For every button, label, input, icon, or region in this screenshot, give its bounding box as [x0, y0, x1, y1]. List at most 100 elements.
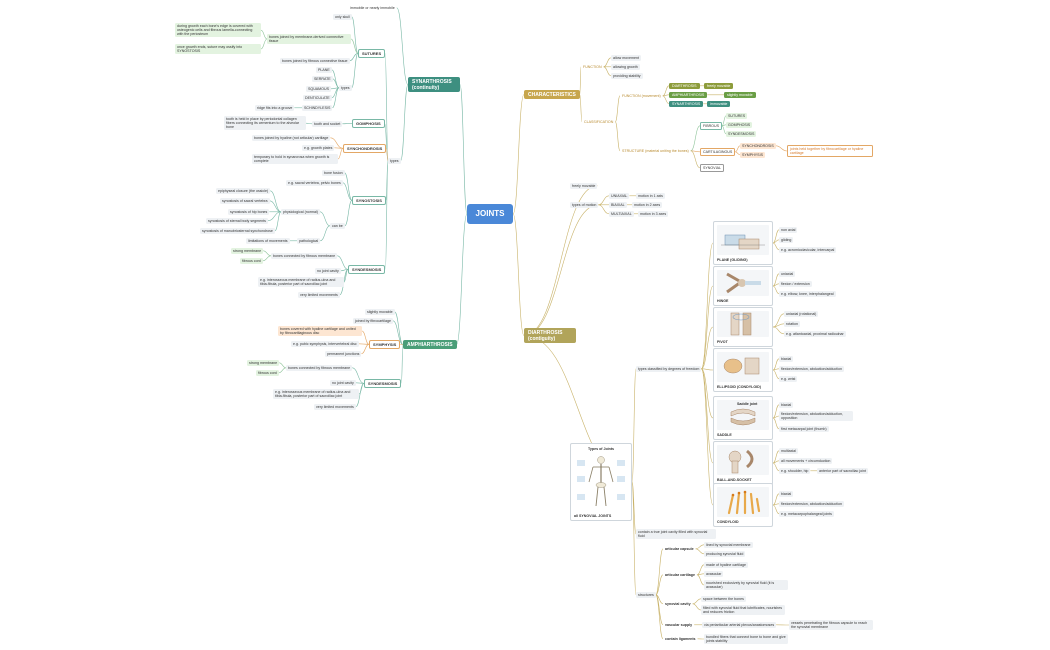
synchondrosis-hyaline: bones joined by hyaline (not articular) … [252, 135, 331, 141]
sutures-node[interactable]: SUTURES [358, 49, 386, 58]
syndesmosis-node[interactable]: SYNDESMOSIS [348, 265, 386, 274]
syndesmosis-eg: e.g. interosseous membrane of radius-uln… [258, 277, 344, 287]
connector-sutures-node-to-sutures-fibrous [349, 52, 359, 62]
synarthrosis-node[interactable]: SYNARTHROSIS (continuity) [408, 77, 460, 92]
connector-synarthrosis-node-to-synarthrosis-types [400, 84, 409, 162]
connector-syndesmosis-connected-to-syndesmosis-cord [262, 255, 272, 262]
joint-name-ball-and-socket: BALL-AND-SOCKET [717, 478, 752, 482]
connector-amphi-syndesmosis-node-to-amphi-syndesmosis-connected [352, 367, 365, 384]
joint-name-hinge: HINGE [717, 299, 729, 303]
ellipsoid-prop-1: biaxial [779, 356, 794, 362]
connector-types-of-motion-to-motion-multiaxial [598, 204, 610, 215]
joint-name-plane: PLANE (GLIDING) [717, 258, 748, 262]
capsule-item-2: producing synovial fluid [704, 551, 746, 557]
connector-synchondrosis-node-to-synchondrosis-temp [337, 147, 344, 160]
connector-types-classified-to-joint-card-condyloid [701, 368, 714, 506]
function-item-3: providing stability [611, 73, 643, 79]
suture-type-schindylesis: SCHINDYLESIS [302, 105, 333, 111]
contain-cavity: contain a true joint cavity filled with … [636, 529, 716, 539]
function-node[interactable]: FUNCTION [583, 64, 602, 69]
connector-synchondrosis-node-to-synchondrosis-growth [334, 147, 344, 149]
suture-type-squamous: SQUAMOUS [306, 86, 331, 92]
connector-synostosis-physio-to-synostosis-physio-2 [269, 200, 282, 213]
root-node-joints[interactable]: JOINTS [467, 204, 513, 224]
connector-amphiarthrosis-node-to-amphi-syndesmosis-node [401, 344, 404, 384]
plane-prop-3: e.g. acromioclavicular, intercarpal [779, 247, 837, 253]
synovial-node[interactable]: SYNOVIAL [700, 164, 724, 172]
joint-name-ellipsoid: ELLIPSOID (CONDYLOID) [717, 385, 761, 389]
synarthrosis-immobile: immobile or nearly immobile [350, 5, 395, 10]
symphysis-node[interactable]: SYMPHYSIS [369, 340, 401, 349]
characteristics-node[interactable]: CHARACTERISTICS [524, 90, 580, 99]
connector-amphi-syndesmosis-connected-to-amphi-syndesmosis-cord [278, 367, 287, 374]
motion-multiaxial: MULTIAXIAL [609, 211, 634, 217]
diarthrosis-node[interactable]: DIARTHROSIS (contiguity) [524, 328, 576, 343]
syndesmosis-strong: strong membrane [231, 248, 264, 254]
connector-synostosis-canbe-to-synostosis-physio [319, 211, 331, 227]
suture-type-serrate: SERRATE [312, 76, 333, 82]
connector-synostosis-node-to-synostosis-eg [342, 182, 353, 201]
syndesmosis-limited: very limited movements [298, 292, 340, 298]
motion-uniaxial-desc: motion in 1 axis [636, 193, 665, 199]
classification-node[interactable]: CLASSIFICATION [584, 119, 614, 124]
synostosis-limit: limitations of movements [246, 238, 290, 244]
articular-capsule[interactable]: articular capsule [665, 546, 694, 551]
connector-synostosis-node-to-synostosis-canbe [344, 199, 353, 227]
joint-card-pivot[interactable]: PIVOT [713, 307, 773, 347]
symphysis-eg: e.g. pubic symphysis, intervertebral dis… [291, 341, 359, 347]
function-movement: FUNCTION (movement) [622, 93, 661, 98]
cartilaginous-node[interactable]: CARTILAGINOUS [700, 148, 736, 156]
connector-synostosis-physio-to-synostosis-physio-4 [267, 211, 282, 222]
pivot-prop-3: e.g. atlantoaxial, proximal radioulnar [784, 331, 846, 337]
syndesmosis-no-cavity: no joint cavity [315, 268, 341, 274]
vascular-supply[interactable]: vascular supply [665, 622, 693, 627]
gomphosis-node[interactable]: GOMPHOSIS [352, 119, 385, 128]
synostosis-physio: physiological (normal) [281, 209, 320, 215]
articular-cartilage[interactable]: articular cartilage [665, 572, 695, 577]
joint-card-plane[interactable]: PLANE (GLIDING) [713, 221, 773, 265]
gomphosis-tooth: tooth and socket [312, 121, 343, 127]
pivot-joint-diagram [730, 312, 752, 336]
joint-card-hinge[interactable]: HINGE [713, 266, 773, 306]
connector-syndesmosis-node-to-syndesmosis-no-cavity [340, 268, 349, 272]
synovial-cavity[interactable]: synovial cavity [665, 601, 691, 606]
cart-synchondrosis: SYNCHONDROSIS [740, 143, 776, 149]
synchondrosis-node[interactable]: SYNCHONDROSIS [343, 144, 387, 153]
connector-synarthrosis-node-to-synarthrosis-immobile [396, 7, 409, 85]
amphiarthrosis-node[interactable]: AMPHIARTHROSIS [403, 340, 457, 349]
connector-structure-node-to-cartilaginous-node [690, 150, 701, 153]
synostosis-node[interactable]: SYNOSTOSIS [352, 196, 386, 205]
pivot-prop-2: rotation [784, 321, 800, 327]
connector-articular-capsule-to-capsule-item-1 [695, 544, 705, 550]
joint-card-condyloid[interactable]: CONDYLOID [713, 483, 773, 527]
saddle-title: Saddle joint [737, 402, 758, 406]
connector-sutures-node-to-sutures-types-label [351, 52, 359, 89]
motion-biaxial: BIAXIAL [609, 202, 627, 208]
connector-classification-node-to-function-movement [615, 95, 621, 123]
synostosis-physio-2: synostosis of sacral vertebra [220, 198, 270, 204]
connector-function-movement-to-tag-synarthrosis [662, 95, 670, 105]
condyloid-prop-2: flexion/extension, abduction/adduction [779, 501, 844, 507]
plane-joint-diagram [721, 234, 765, 250]
connector-synovial-cavity-to-cavity-item-2 [692, 603, 702, 611]
connector-structure-node-to-synovial-node [690, 150, 701, 169]
amphi-syndesmosis-limited: very limited movements [314, 404, 356, 410]
amphi-syndesmosis-eg: e.g. interosseous membrane of radius-uln… [273, 389, 359, 399]
amphi-syndesmosis-node[interactable]: SYNDESMOSIS [364, 379, 402, 388]
suture-type-denticulate: DENTICULATE [303, 95, 332, 101]
contain-ligaments[interactable]: contain ligaments [665, 636, 696, 641]
plane-prop-1: non axial [779, 227, 798, 233]
joint-card-saddle[interactable]: Saddle joint SADDLE [713, 396, 773, 440]
connector-sutures-joined-to-sutures-growth-1 [260, 29, 268, 40]
connector-cartilaginous-node-to-cart-symphysis [735, 151, 741, 156]
synovial-joints-card[interactable]: Types of Joints all SYNOVIAL JOINTS [570, 443, 632, 521]
fibrous-gomphosis: GOMPHOSIS [726, 122, 753, 128]
joint-card-ball-and-socket[interactable]: BALL-AND-SOCKET [713, 441, 773, 485]
tag-diarthrosis: DIARTHROSIS [669, 83, 700, 89]
fibrous-node[interactable]: FIBROUS [700, 122, 722, 130]
connector-joint-card-pivot-to-pivot-prop-1 [772, 313, 785, 328]
ball-extra: anterior part of sacroiliac joint [817, 468, 868, 474]
sutures-growth-2: once growth ends, suture may ossify into… [175, 44, 261, 54]
joint-name-pivot: PIVOT [717, 340, 728, 344]
joint-card-ellipsoid[interactable]: ELLIPSOID (CONDYLOID) [713, 348, 773, 392]
